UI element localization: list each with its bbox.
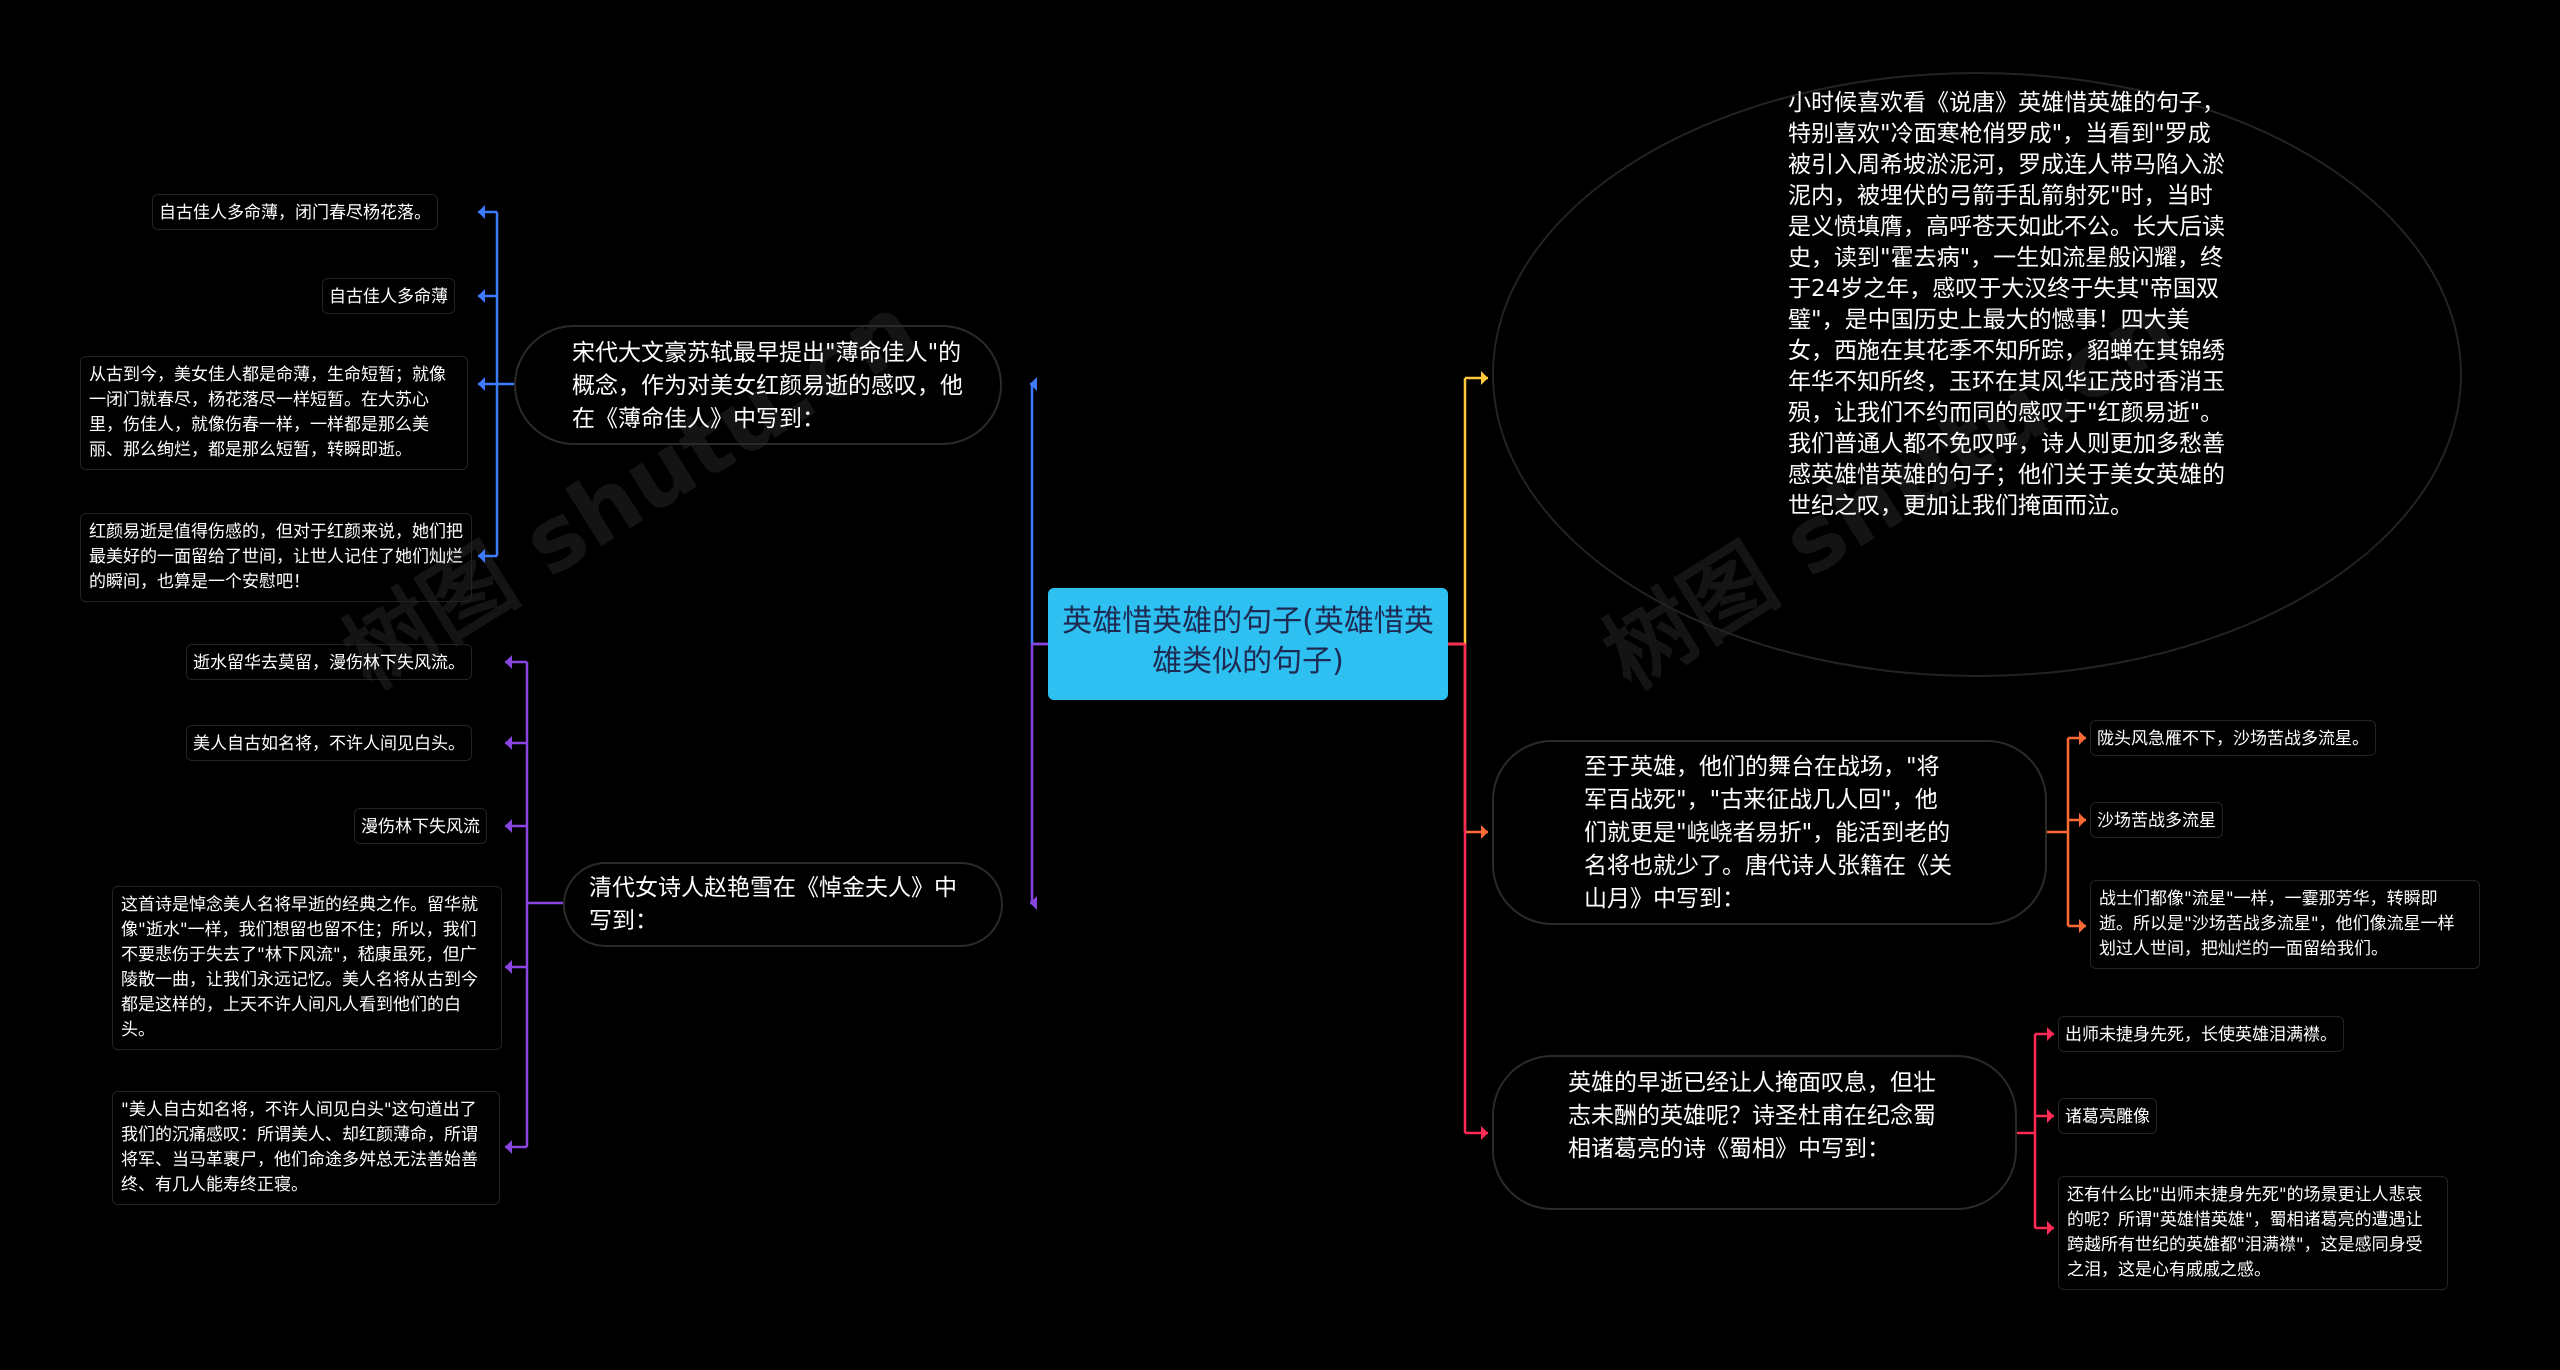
leaf-zhao-4[interactable]: 这首诗是悼念美人名将早逝的经典之作。留华就像"逝水"一样，我们想留也留不住；所以… xyxy=(112,886,502,1050)
branch-su-shi[interactable]: 宋代大文豪苏轼最早提出"薄命佳人"的概念，作为对美女红颜易逝的感叹，他在《薄命佳… xyxy=(514,325,1002,445)
branch-zhao-yan-xue[interactable]: 清代女诗人赵艳雪在《悼金夫人》中写到： xyxy=(563,862,1003,947)
su-shi-leaves-arrow-3 xyxy=(478,549,485,563)
su-shi-leaves-arrow-1 xyxy=(478,289,485,303)
zhao-leaves-arrow-4 xyxy=(505,1140,512,1154)
branch-zhang-ji[interactable]: 至于英雄，他们的舞台在战场，"将军百战死"，"古来征战几人回"，他们就更是"峣峣… xyxy=(1492,740,2047,925)
root-to-su-shi-arrow-0 xyxy=(1030,377,1037,391)
leaf-zhao-2[interactable]: 美人自古如名将，不许人间见白头。 xyxy=(186,725,472,761)
du-fu-leaves-arrow-1 xyxy=(2047,1109,2054,1123)
leaf-du-3[interactable]: 还有什么比"出师未捷身先死"的场景更让人悲哀的呢？所谓"英雄惜英雄"，蜀相诸葛亮… xyxy=(2058,1176,2448,1290)
leaf-zhao-5[interactable]: "美人自古如名将，不许人间见白头"这句道出了我们的沉痛感叹：所谓美人、却红颜薄命… xyxy=(112,1091,500,1205)
root-topic[interactable]: 英雄惜英雄的句子(英雄惜英雄类似的句子) xyxy=(1048,588,1448,700)
du-fu-leaves-arrow-0 xyxy=(2047,1027,2054,1041)
branch-du-fu[interactable]: 英雄的早逝已经让人掩面叹息，但壮志未酬的英雄呢？诗圣杜甫在纪念蜀相诸葛亮的诗《蜀… xyxy=(1492,1055,2017,1210)
leaf-zhang-2[interactable]: 沙场苦战多流星 xyxy=(2090,802,2223,838)
zhao-leaves-arrow-3 xyxy=(505,960,512,974)
zhao-leaves-arrow-2 xyxy=(505,819,512,833)
root-to-du-fu-arrow-0 xyxy=(1481,1126,1488,1140)
leaf-du-1[interactable]: 出师未捷身先死，长使英雄泪满襟。 xyxy=(2058,1016,2344,1052)
du-fu-leaves-arrow-2 xyxy=(2047,1221,2054,1235)
root-to-shuo-tang-arrow-0 xyxy=(1481,371,1488,385)
su-shi-leaves-arrow-2 xyxy=(478,377,485,391)
leaf-zhao-1[interactable]: 逝水留华去莫留，漫伤林下失风流。 xyxy=(186,644,472,680)
leaf-zhang-3[interactable]: 战士们都像"流星"一样，一霎那芳华，转瞬即逝。所以是"沙场苦战多流星"，他们像流… xyxy=(2090,880,2480,969)
root-to-zhang-ji-arrow-0 xyxy=(1481,825,1488,839)
zhao-leaves-arrow-0 xyxy=(505,655,512,669)
leaf-su-shi-1[interactable]: 自古佳人多命薄，闭门春尽杨花落。 xyxy=(152,194,438,230)
leaf-zhao-3[interactable]: 漫伤林下失风流 xyxy=(354,808,487,844)
leaf-zhang-1[interactable]: 陇头风急雁不下，沙场苦战多流星。 xyxy=(2090,720,2376,756)
zhang-ji-leaves-arrow-0 xyxy=(2079,731,2086,745)
leaf-du-2[interactable]: 诸葛亮雕像 xyxy=(2058,1098,2157,1134)
zhang-ji-leaves-arrow-2 xyxy=(2079,919,2086,933)
leaf-su-shi-4[interactable]: 红颜易逝是值得伤感的，但对于红颜来说，她们把最美好的一面留给了世间，让世人记住了… xyxy=(80,513,472,602)
leaf-su-shi-3[interactable]: 从古到今，美女佳人都是命薄，生命短暂；就像一闭门就春尽，杨花落尽一样短暂。在大苏… xyxy=(80,356,468,470)
branch-shuo-tang[interactable]: 小时候喜欢看《说唐》英雄惜英雄的句子，特别喜欢"冷面寒枪俏罗成"，当看到"罗成被… xyxy=(1492,72,2462,677)
leaf-su-shi-2[interactable]: 自古佳人多命薄 xyxy=(322,278,455,314)
zhang-ji-leaves-arrow-1 xyxy=(2079,813,2086,827)
su-shi-leaves-arrow-0 xyxy=(478,205,485,219)
zhao-leaves-arrow-1 xyxy=(505,736,512,750)
root-to-zhao-arrow-0 xyxy=(1030,896,1037,910)
